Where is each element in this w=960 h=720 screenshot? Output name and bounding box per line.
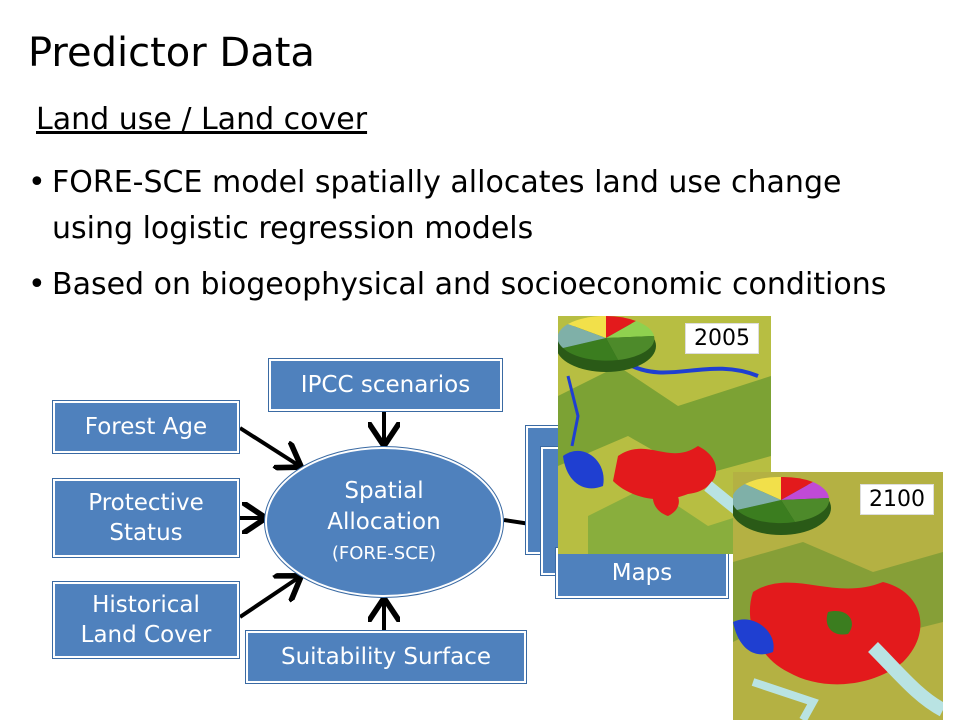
center-line-3: (FORE-SCE) [331,542,437,564]
slide-subtitle: Land use / Land cover [36,102,368,137]
year-label-2005: 2005 [685,323,759,354]
ipcc-scenarios-box: IPCC scenarios [269,359,502,411]
spatial-allocation-node: Spatial Allocation (FORE-SCE) [265,447,503,597]
arrow-historical [238,578,298,619]
pie-chart-2100 [733,476,831,535]
arrow-forest-age [238,426,298,465]
center-line-1: Spatial [344,477,424,504]
pie-chart-2005 [558,316,656,372]
historical-land-cover-box: Historical Land Cover [53,582,239,658]
center-line-2: Allocation [327,508,441,535]
bullet-item: Based on biogeophysical and socioeconomi… [28,262,908,308]
year-label-2100: 2100 [860,484,934,515]
forest-age-box: Forest Age [53,401,239,453]
suitability-surface-box: Suitability Surface [246,631,526,683]
slide-title: Predictor Data [28,30,315,76]
bullet-item: FORE-SCE model spatially allocates land … [28,160,908,252]
maps-box: Maps [556,548,728,598]
bullet-list: FORE-SCE model spatially allocates land … [28,160,908,318]
protective-status-box: Protective Status [53,479,239,557]
